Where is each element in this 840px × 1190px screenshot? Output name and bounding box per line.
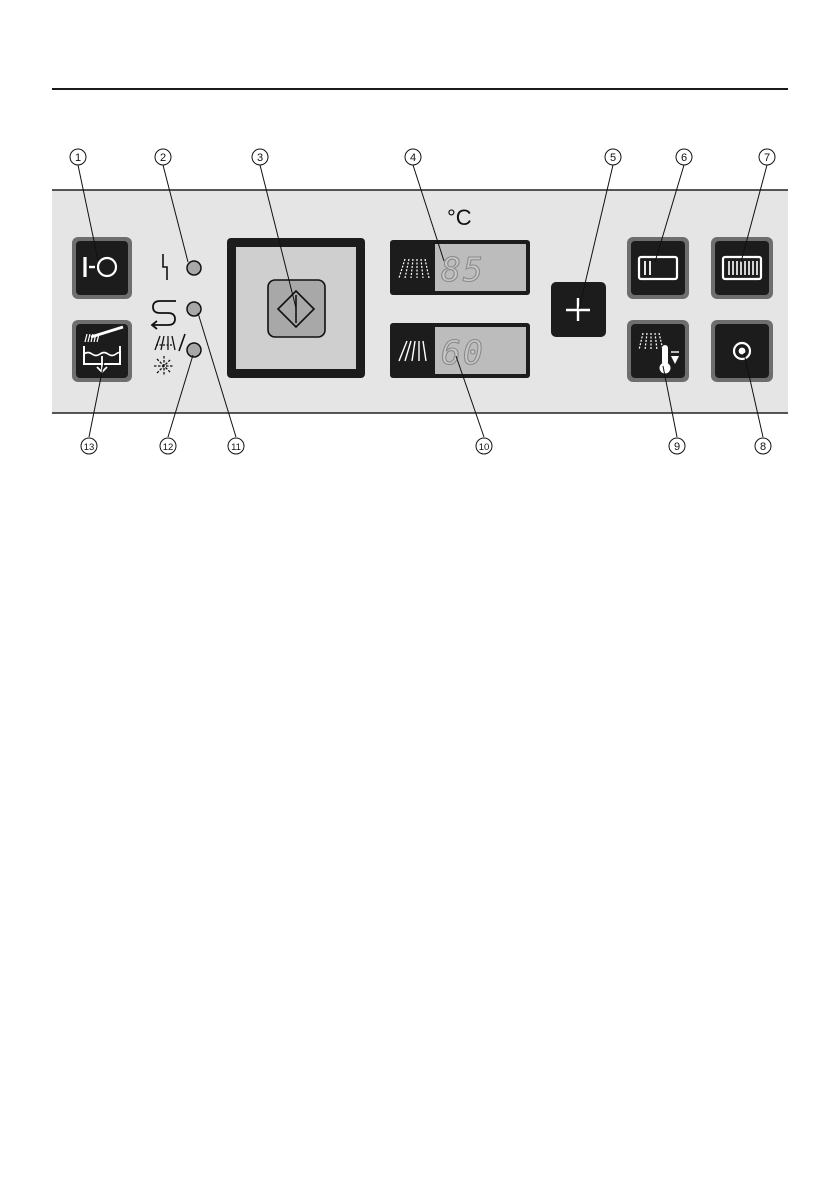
- callout-number: 1: [75, 152, 81, 164]
- callout-number: 2: [160, 152, 166, 164]
- callout-number: 7: [764, 152, 770, 164]
- temperature-display-secondary: 60: [390, 323, 530, 378]
- temperature-display-main: 85: [390, 240, 530, 295]
- callout-number: 9: [674, 441, 680, 453]
- lamp-circulation: [187, 302, 201, 316]
- callout-9: 9: [669, 438, 685, 454]
- lamp-fault: [187, 261, 201, 275]
- callout-3: 3: [252, 149, 268, 165]
- callout-11: 11: [228, 438, 244, 454]
- callout-5: 5: [605, 149, 621, 165]
- temperature-unit-label: °C: [447, 205, 472, 230]
- callout-10: 10: [476, 438, 492, 454]
- plus-button[interactable]: [551, 282, 606, 337]
- callout-number: 6: [681, 152, 687, 164]
- callout-number: 4: [410, 152, 416, 164]
- callout-12: 12: [160, 438, 176, 454]
- callout-7: 7: [759, 149, 775, 165]
- callout-number: 12: [163, 442, 174, 453]
- on-off-button[interactable]: [72, 237, 132, 299]
- callout-number: 10: [479, 442, 490, 453]
- temperature-button[interactable]: [627, 320, 689, 382]
- callout-number: 11: [231, 442, 241, 453]
- callout-1: 1: [70, 149, 86, 165]
- callout-number: 13: [84, 442, 95, 453]
- callout-13: 13: [81, 438, 97, 454]
- callout-4: 4: [405, 149, 421, 165]
- callout-number: 5: [610, 152, 616, 164]
- program-short-button[interactable]: [627, 237, 689, 299]
- select-button[interactable]: [711, 320, 773, 382]
- callout-6: 6: [676, 149, 692, 165]
- callout-number: 3: [257, 152, 263, 164]
- callout-8: 8: [755, 438, 771, 454]
- callout-number: 8: [760, 441, 766, 453]
- lamp-rinse-dry: [187, 343, 201, 357]
- callout-2: 2: [155, 149, 171, 165]
- program-long-button[interactable]: [711, 237, 773, 299]
- temperature-main-value: 85: [441, 250, 485, 289]
- temperature-secondary-value: 60: [441, 333, 485, 372]
